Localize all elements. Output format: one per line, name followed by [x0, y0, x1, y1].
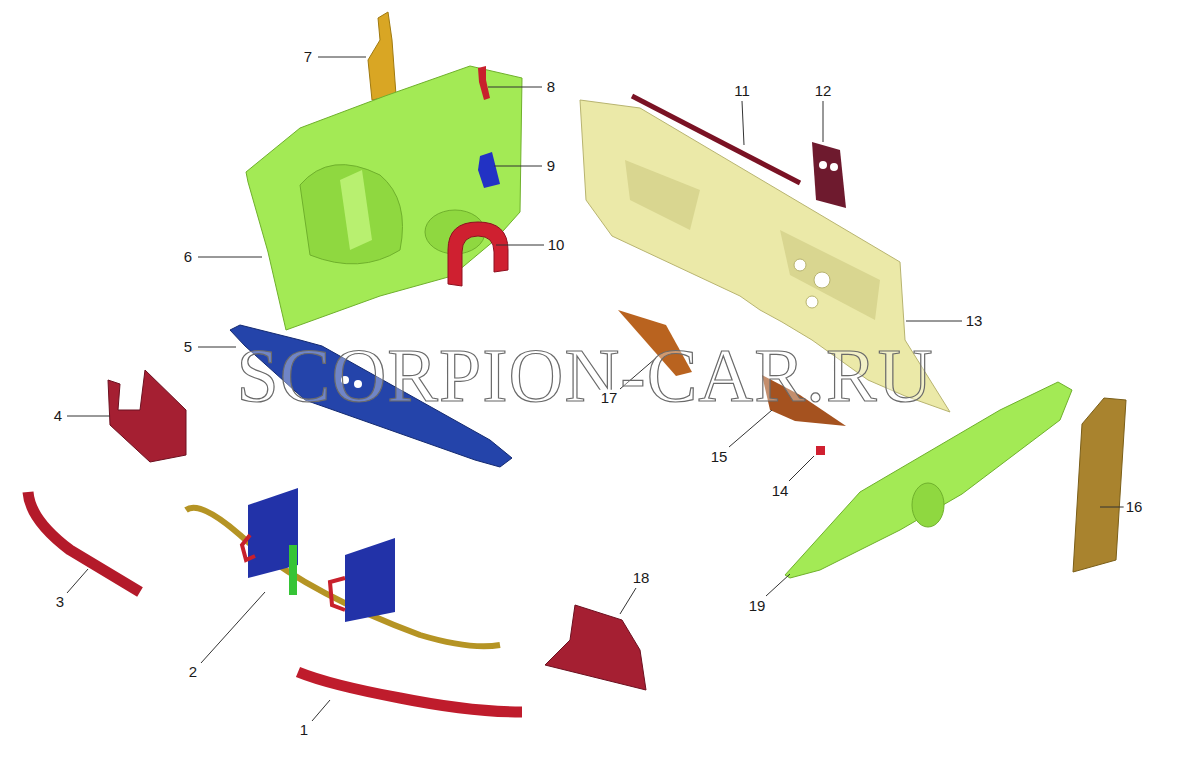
part-16 [1073, 398, 1126, 572]
callout-number: 14 [770, 483, 791, 500]
part-7 [368, 12, 396, 100]
callout-number: 8 [545, 79, 557, 96]
part-12 [812, 142, 846, 208]
part-13-hole [814, 272, 830, 288]
part-13-hole [794, 259, 806, 271]
part-13-recess [780, 230, 880, 320]
callout-number: 11 [732, 83, 752, 100]
callout-number: 12 [813, 83, 834, 100]
part-3 [28, 492, 140, 592]
callout-number: 5 [182, 339, 194, 356]
part-2-bar [289, 545, 297, 595]
part-18 [545, 605, 646, 690]
callout-number: 15 [709, 449, 730, 466]
part-6 [246, 66, 522, 330]
part-12-hole [819, 161, 827, 169]
callout-number: 1 [298, 722, 310, 739]
part-19-tower [912, 483, 944, 527]
part-6-rib [340, 170, 372, 250]
callout-number: 10 [546, 237, 567, 254]
part-2-bracket [330, 578, 345, 610]
callout-number: 2 [187, 664, 199, 681]
part-10 [448, 222, 508, 286]
part-1 [298, 672, 522, 712]
watermark: SCORPION-CAR.RU [236, 337, 933, 413]
leader-lines [67, 57, 1124, 721]
part-12-hole [830, 163, 838, 171]
callout-number: 6 [182, 249, 194, 266]
callout-number: 3 [54, 594, 66, 611]
part-4 [108, 370, 186, 462]
part-2 [186, 508, 500, 646]
callout-number: 13 [964, 313, 985, 330]
callout-number: 19 [747, 598, 768, 615]
part-9 [478, 152, 500, 188]
part-6-recess [300, 165, 403, 264]
callout-number: 7 [302, 49, 314, 66]
callout-number: 18 [631, 570, 652, 587]
part-14 [816, 446, 825, 455]
part-13-recess [625, 160, 700, 230]
callout-number: 17 [599, 390, 620, 407]
callout-number: 4 [52, 408, 64, 425]
part-2-bracket [242, 535, 255, 560]
part-2-panel [345, 538, 395, 622]
callout-number: 9 [545, 158, 557, 175]
part-13-hole [806, 296, 818, 308]
part-8 [478, 66, 490, 100]
callout-number: 16 [1124, 499, 1145, 516]
